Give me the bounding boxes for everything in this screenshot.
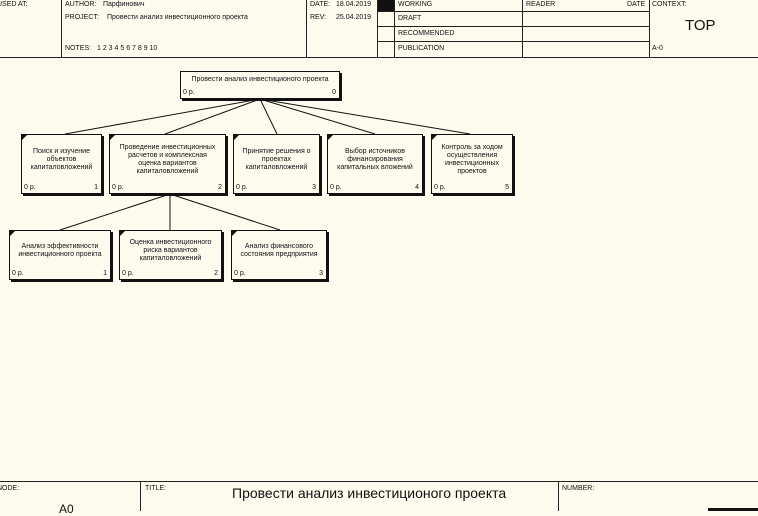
corner-marker (232, 231, 237, 236)
status-draft: DRAFT (398, 15, 422, 22)
activity-label: Проведение инвестиционных расчетов и ком… (119, 144, 216, 175)
footer-node-label: NODE: (0, 485, 20, 492)
used-at-label: USED AT: (0, 1, 28, 8)
activity-number: 5 (505, 184, 509, 191)
date-value: 18.04.2019 (336, 1, 372, 8)
activity-box-2[interactable]: Проведение инвестиционных расчетов и ком… (109, 134, 226, 194)
activity-cost: 0 р. (24, 184, 36, 191)
rev-value: 25.04.2019 (336, 14, 372, 21)
parent-activity-label: Провести анализ инвестиционого проекта (191, 76, 329, 83)
notes-label: NOTES: (65, 45, 92, 52)
activity-number: 1 (94, 184, 98, 191)
subactivity-number: 2 (214, 270, 218, 277)
status-publication: PUBLICATION (398, 45, 445, 52)
activity-number: 4 (415, 184, 419, 191)
project-label: PROJECT: (65, 14, 99, 21)
activity-box-4[interactable]: Выбор источников финансирования капиталь… (327, 134, 423, 194)
activity-box-5[interactable]: Контроль за ходом осуществления инвестиц… (431, 134, 513, 194)
subactivity-number: 3 (319, 270, 323, 277)
activity-cost: 0 р. (434, 184, 446, 191)
working-status-fill (378, 0, 394, 11)
activity-cost: 0 р. (112, 184, 124, 191)
corner-marker (328, 135, 333, 140)
activity-label: Принятие решения о проектах капиталовлож… (242, 148, 311, 171)
status-working: WORKING (398, 1, 433, 8)
subactivity-number: 1 (103, 270, 107, 277)
project-value: Провести анализ инвестиционного проекта (107, 14, 248, 21)
subactivity-label: Оценка инвестиционного риска вариантов к… (129, 239, 212, 262)
footer-node-value: A0 (59, 502, 74, 516)
activity-number: 2 (218, 184, 222, 191)
reader-date-label: DATE (627, 1, 646, 8)
subactivity-label: Анализ финансового состояния предприятия (240, 243, 318, 258)
activity-cost: 0 р. (236, 184, 248, 191)
date-label: DATE: (310, 1, 331, 8)
footer-title-label: TITLE: (145, 485, 167, 492)
context-label: CONTEXT: (652, 1, 687, 8)
subactivity-label: Анализ эффективности инвестиционного про… (18, 243, 102, 258)
activity-box-3[interactable]: Принятие решения о проектах капиталовлож… (233, 134, 320, 194)
notes-value: 1 2 3 4 5 6 7 8 9 10 (97, 45, 158, 52)
reader-label: READER (526, 1, 556, 8)
footer-corner-mark (708, 508, 758, 511)
subactivity-box-3[interactable]: Анализ финансового состояния предприятия… (231, 230, 327, 280)
corner-marker (110, 135, 115, 140)
corner-marker (432, 135, 437, 140)
subactivity-cost: 0 р. (234, 270, 246, 277)
activity-number: 3 (312, 184, 316, 191)
corner-marker (10, 231, 15, 236)
activity-label: Выбор источников финансирования капиталь… (337, 148, 413, 171)
footer-number-label: NUMBER: (562, 485, 595, 492)
author-value: Парфинович (103, 1, 145, 8)
activity-box-1[interactable]: Поиск и изучение объектов капиталовложен… (21, 134, 102, 194)
rev-label: REV: (310, 14, 327, 21)
parent-activity-number: 0 (332, 89, 336, 96)
subactivity-box-2[interactable]: Оценка инвестиционного риска вариантов к… (119, 230, 222, 280)
author-label: AUTHOR: (65, 1, 97, 8)
subactivity-cost: 0 р. (12, 270, 24, 277)
activity-cost: 0 р. (330, 184, 342, 191)
corner-marker (120, 231, 125, 236)
parent-activity-box[interactable]: Провести анализ инвестиционого проекта 0… (180, 71, 340, 99)
context-node-ref: A-0 (652, 45, 663, 52)
parent-activity-cost: 0 р. (183, 89, 195, 96)
activity-label: Контроль за ходом осуществления инвестиц… (441, 144, 503, 175)
corner-marker (234, 135, 239, 140)
status-recommended: RECOMMENDED (398, 30, 455, 37)
corner-marker (22, 135, 27, 140)
activity-label: Поиск и изучение объектов капиталовложен… (30, 148, 93, 171)
subactivity-cost: 0 р. (122, 270, 134, 277)
context-value: TOP (685, 17, 716, 34)
subactivity-box-1[interactable]: Анализ эффективности инвестиционного про… (9, 230, 111, 280)
footer-title: Провести анализ инвестиционого проекта (232, 485, 507, 501)
